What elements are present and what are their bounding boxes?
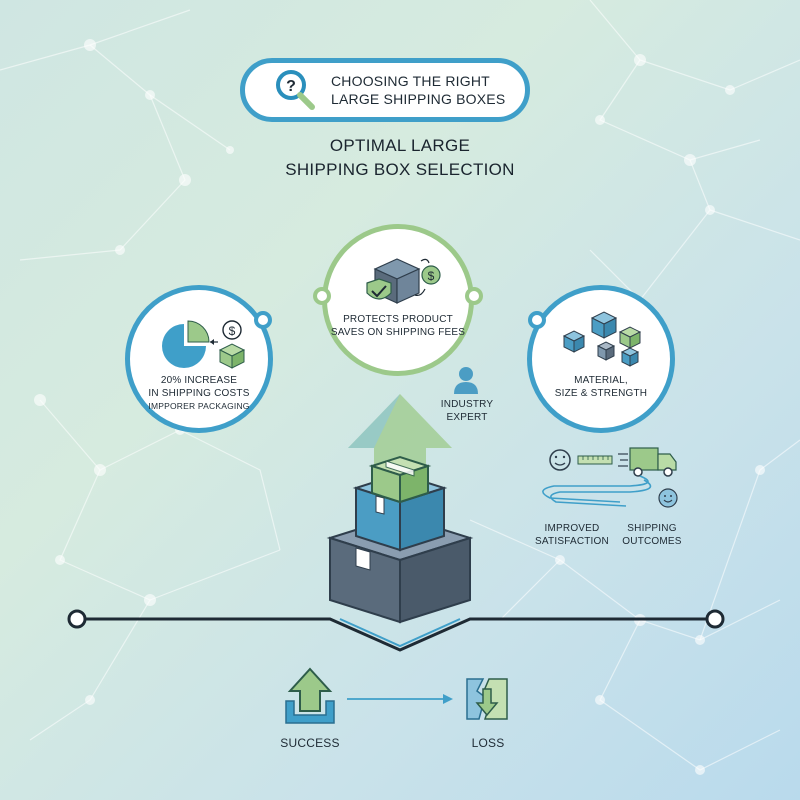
outcome-left-line-1: IMPROVED (544, 523, 600, 534)
page-subtitle: OPTIMAL LARGE SHIPPING BOX SELECTION (250, 134, 550, 182)
person-icon (454, 367, 478, 394)
small-box-icon (368, 455, 432, 504)
title-line-2: LARGE SHIPPING BOXES (331, 91, 506, 107)
left-node-line-3: IMPPORER PACKAGING (148, 401, 250, 411)
timeline-start-node (67, 609, 87, 629)
left-node-line-1: 20% INCREASE (160, 375, 238, 386)
ruler-icon (577, 455, 613, 465)
svg-text:$: $ (428, 269, 435, 283)
progression-arrow (347, 694, 453, 704)
right-node-connector (528, 311, 546, 329)
right-node-line-1: MATERIAL, (574, 375, 628, 386)
box-stack-illustration (326, 394, 474, 624)
subtitle-line-1: OPTIMAL LARGE (329, 136, 471, 155)
outcome-satisfaction-label: IMPROVED SATISFACTION (527, 522, 617, 548)
smiley-icon (549, 449, 571, 471)
node-material-size-strength: MATERIAL, SIZE & STRENGTH (527, 285, 675, 433)
top-node-connector-left (313, 287, 331, 305)
expert-label: INDUSTRY EXPERT (432, 398, 502, 424)
title-line-1: CHOOSING THE RIGHT (331, 73, 490, 89)
outcome-right-line-1: SHIPPING (627, 523, 677, 534)
upload-arrow-icon (285, 667, 335, 724)
dollar-box-icon: $ (218, 320, 246, 369)
timeline (67, 609, 725, 652)
node-shipping-costs: $ 20% INCREASE IN SHIPPING COSTS IMPPORE… (125, 285, 273, 433)
success-label: SUCCESS (280, 736, 340, 750)
top-node-connector-right (465, 287, 483, 305)
left-node-connector (254, 311, 272, 329)
outcome-right-line-2: OUTCOMES (622, 536, 682, 547)
left-node-line-2: IN SHIPPING COSTS (148, 388, 250, 399)
svg-text:$: $ (229, 324, 236, 338)
outcomes-illustration (542, 447, 678, 508)
right-node-line-2: SIZE & STRENGTH (554, 388, 648, 399)
outcome-left-line-2: SATISFACTION (535, 536, 609, 547)
smiley-icon (658, 488, 678, 508)
top-node-line-2: SAVES ON SHIPPING FEES (330, 327, 466, 338)
box-cluster-icon (562, 311, 642, 367)
expert-line-1: INDUSTRY (440, 399, 494, 410)
title-banner: ? CHOOSING THE RIGHT LARGE SHIPPING BOXE… (240, 58, 530, 122)
expert-line-2: EXPERT (446, 412, 488, 423)
dollar-coin-icon: $ (421, 265, 441, 285)
top-node-line-1: PROTECTS PRODUCT (343, 314, 453, 325)
node-protects-product: $ PROTECTS PRODUCT SAVES ON SHIPPING FEE… (322, 224, 474, 376)
timeline-end-node (705, 609, 725, 629)
pie-chart-icon: $ (162, 320, 246, 369)
subtitle-line-2: SHIPPING BOX SELECTION (285, 160, 515, 179)
outcome-shipping-label: SHIPPING OUTCOMES (612, 522, 692, 548)
broken-down-arrow-icon (466, 678, 508, 720)
shield-box-icon: $ (366, 258, 441, 304)
delivery-truck-icon (618, 447, 677, 477)
loss-label: LOSS (471, 736, 505, 750)
magnifier-question-icon: ? (276, 70, 315, 110)
svg-text:?: ? (286, 78, 296, 95)
